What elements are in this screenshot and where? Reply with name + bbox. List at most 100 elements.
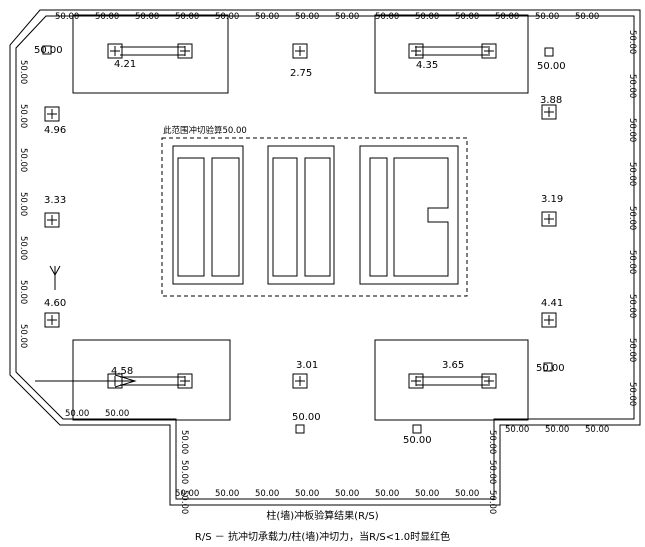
edge-value: 50.00 <box>585 425 609 435</box>
edge-value: 50.00 <box>105 409 129 419</box>
edge-value: 50.00 <box>175 489 199 499</box>
column-ratio-label: 3.33 <box>44 195 66 206</box>
edge-value: 50.00 <box>335 12 359 22</box>
edge-value: 50.00 <box>215 12 239 22</box>
column-symbol-pair <box>408 373 424 389</box>
column-ratio-label: 50.00 <box>403 435 432 446</box>
slab-outline-inner <box>15 15 635 500</box>
edge-value: 50.00 <box>375 489 399 499</box>
slab-outline-outer <box>9 9 641 506</box>
edge-value: 50.00 <box>295 489 319 499</box>
column-c14: 3.65 <box>442 360 497 389</box>
column-ratio-label: 4.60 <box>44 298 66 309</box>
edge-value: 50.00 <box>627 74 637 98</box>
column-symbol <box>44 312 60 328</box>
shaft-right-inner <box>369 157 449 277</box>
column-c15: 50.00 <box>536 362 565 374</box>
column-ratio-label: 3.88 <box>540 95 562 106</box>
column-c11: 4.41 <box>541 298 563 328</box>
shaft-middle-inner-a <box>272 157 298 277</box>
column-c9: 3.19 <box>541 194 563 227</box>
diagram-caption-title: 柱(墙)冲板验算结果(R/S) <box>266 511 379 522</box>
column-c1: 50.00 <box>34 45 63 56</box>
edge-value: 50.00 <box>505 425 529 435</box>
column-c7: 3.88 <box>540 95 562 120</box>
column-symbol <box>292 373 308 389</box>
edge-value: 50.00 <box>175 12 199 22</box>
edge-value: 50.00 <box>179 490 189 514</box>
column-ratio-label: 3.19 <box>541 194 563 205</box>
edge-value: 50.00 <box>627 294 637 318</box>
column-c2: 4.21 <box>107 43 136 70</box>
pile-cap-bottom-right <box>374 339 529 421</box>
edge-value: 50.00 <box>18 236 28 260</box>
column-symbol <box>541 312 557 328</box>
column-symbol <box>541 104 557 120</box>
column-symbol-pair <box>177 43 193 59</box>
column-c5: 50.00 <box>537 47 566 72</box>
pile-cap-bottom-left <box>72 339 231 421</box>
column-ratio-label: 4.58 <box>111 366 133 377</box>
column-symbol-small <box>544 47 554 57</box>
edge-value: 50.00 <box>179 460 189 484</box>
edge-value: 50.00 <box>215 489 239 499</box>
pile-cap-top-right <box>374 14 529 94</box>
edge-value: 50.00 <box>415 12 439 22</box>
column-symbol-small <box>412 424 422 434</box>
shaft-middle-inner-b <box>304 157 331 277</box>
column-ratio-label: 50.00 <box>292 412 321 423</box>
column-c6: 4.96 <box>44 106 66 136</box>
column-ratio-label: 4.21 <box>114 59 136 70</box>
edge-value: 50.00 <box>627 382 637 406</box>
edge-value: 50.00 <box>18 104 28 128</box>
edge-value: 50.00 <box>627 206 637 230</box>
column-symbol <box>541 211 557 227</box>
edge-value: 50.00 <box>375 12 399 22</box>
pile-cap-top-left <box>72 14 229 94</box>
column-c13: 3.01 <box>292 360 318 389</box>
column-symbol <box>481 373 497 389</box>
column-ratio-label: 50.00 <box>537 61 566 72</box>
column-symbol <box>44 106 60 122</box>
column-symbol <box>481 43 497 59</box>
punching-check-region <box>161 137 468 297</box>
edge-value: 50.00 <box>255 489 279 499</box>
column-symbol-pair <box>408 43 424 59</box>
edge-value: 50.00 <box>65 409 89 419</box>
shaft-left-inner-a <box>177 157 205 277</box>
column-c10: 4.60 <box>44 298 66 328</box>
column-c3: 2.75 <box>290 43 312 79</box>
edge-value: 50.00 <box>545 425 569 435</box>
edge-value: 50.00 <box>18 60 28 84</box>
shaft-right <box>359 145 459 285</box>
edge-value: 50.00 <box>18 192 28 216</box>
column-ratio-label: 50.00 <box>34 45 63 56</box>
edge-value: 50.00 <box>18 280 28 304</box>
edge-value: 50.00 <box>455 489 479 499</box>
axis-marker <box>35 265 137 388</box>
edge-value: 50.00 <box>487 430 497 454</box>
column-ratio-label: 3.65 <box>442 360 464 371</box>
edge-value: 50.00 <box>487 490 497 514</box>
edge-value: 50.00 <box>627 118 637 142</box>
column-symbol <box>292 43 308 59</box>
column-ratio-label: 4.35 <box>416 60 438 71</box>
edge-value: 50.00 <box>627 162 637 186</box>
edge-value: 50.00 <box>18 148 28 172</box>
edge-value: 50.00 <box>55 12 79 22</box>
edge-value: 50.00 <box>135 12 159 22</box>
edge-value: 50.00 <box>575 12 599 22</box>
column-ratio-label: 4.41 <box>541 298 563 309</box>
edge-value: 50.00 <box>295 12 319 22</box>
edge-value: 50.00 <box>627 250 637 274</box>
column-symbol <box>107 43 123 59</box>
edge-value: 50.00 <box>335 489 359 499</box>
region-label: 此范围冲切验算50.00 <box>163 125 247 136</box>
edge-value: 50.00 <box>95 12 119 22</box>
edge-value: 50.00 <box>495 12 519 22</box>
shaft-left-inner-b <box>211 157 240 277</box>
column-c4: 4.35 <box>416 43 497 71</box>
column-symbol-small <box>295 424 305 434</box>
column-symbol-pair <box>177 373 193 389</box>
